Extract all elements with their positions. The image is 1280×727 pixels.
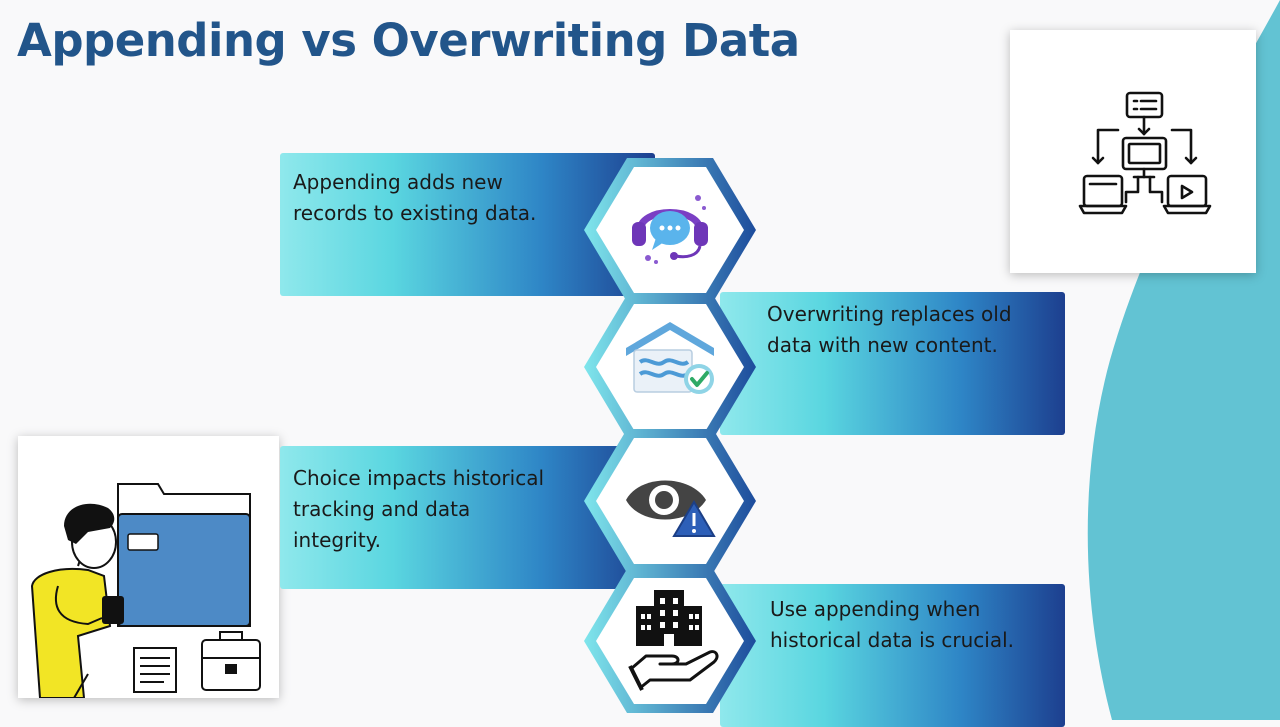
- point-text-1: Appending adds new records to existing d…: [293, 170, 537, 225]
- headset-chat-icon: [632, 195, 708, 264]
- building-hand-icon: [628, 590, 719, 691]
- person-folder-illustration-card: [18, 436, 279, 698]
- network-illustration-card: [1010, 30, 1256, 273]
- person-with-folder-illustration: [30, 483, 261, 698]
- page-title: Appending vs Overwriting Data: [17, 14, 800, 67]
- home-security-check-icon: [626, 322, 714, 394]
- point-band-4: Use appending when historical data is cr…: [720, 584, 1065, 727]
- point-text-3: Choice impacts historical tracking and d…: [293, 466, 545, 552]
- point-text-4: Use appending when historical data is cr…: [770, 597, 1015, 652]
- network-computers-icon: [1078, 91, 1212, 215]
- point-band-2: Overwriting replaces old data with new c…: [720, 292, 1065, 435]
- point-text-2: Overwriting replaces old data with new c…: [767, 302, 1012, 357]
- point-band-3: Choice impacts historical tracking and d…: [280, 446, 655, 589]
- eye-warning-icon: [626, 480, 716, 537]
